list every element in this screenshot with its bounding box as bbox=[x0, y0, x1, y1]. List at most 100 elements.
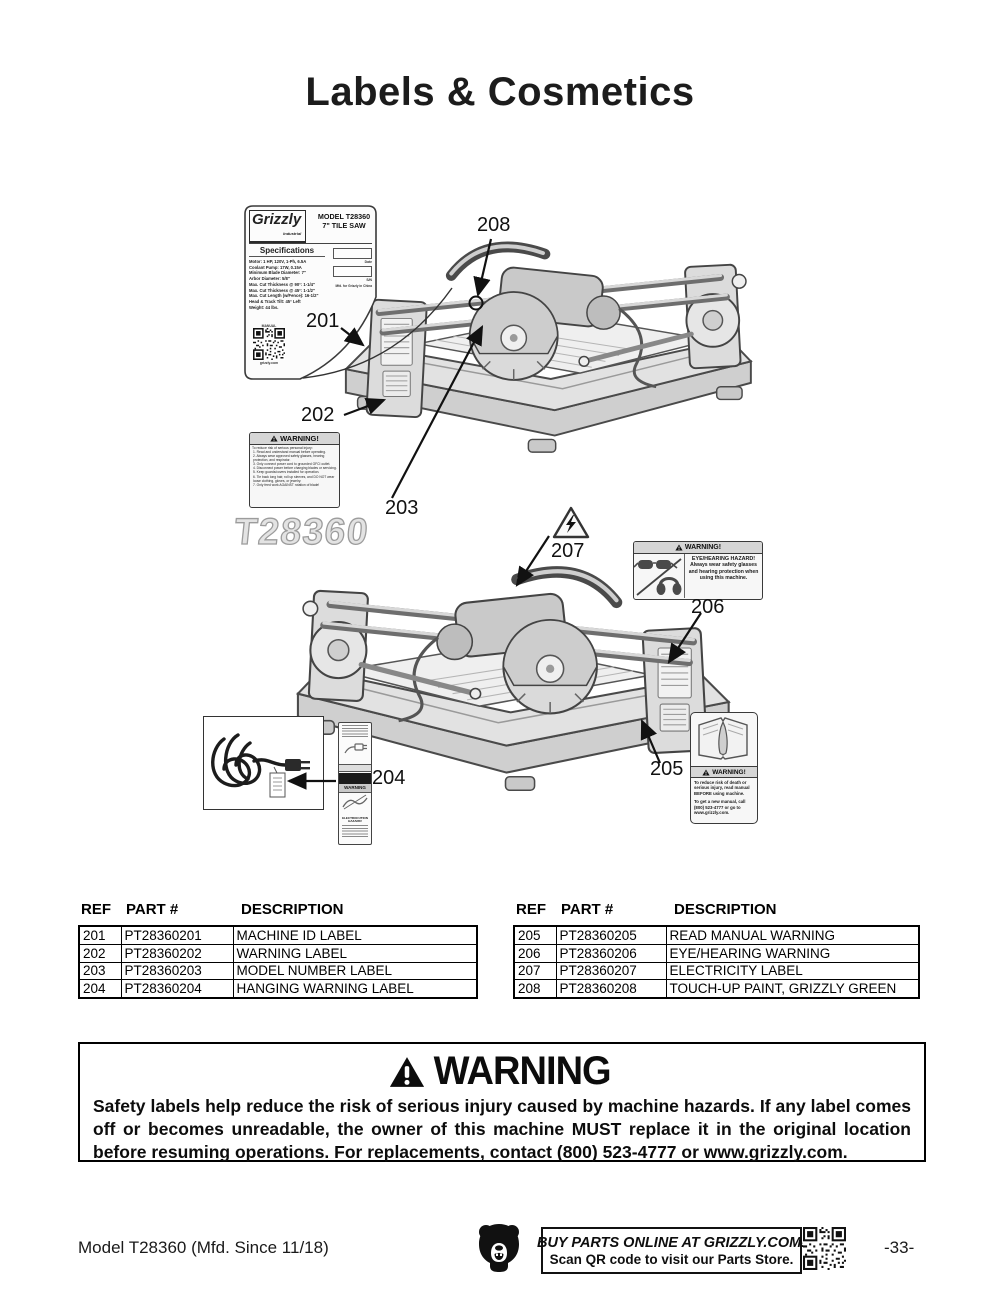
eye-hearing-header: WARNING! bbox=[684, 544, 722, 551]
warning-title-text: WARNING bbox=[433, 1049, 611, 1093]
list-item: 1. Read and understand manual before ope… bbox=[253, 450, 326, 454]
callout-208: 208 bbox=[477, 214, 511, 236]
safety-warning-box: WARNING Safety labels help reduce the ri… bbox=[78, 1042, 926, 1162]
list-item: 6. Tie back long hair, roll up sleeves, … bbox=[253, 474, 335, 483]
table-cell: TOUCH-UP PAINT, GRIZZLY GREEN bbox=[665, 979, 920, 999]
table-cell: 205 bbox=[513, 925, 557, 945]
mfd-note: Mfd. for Grizzly in China bbox=[335, 284, 372, 288]
list-item: 7. Only feed work AGAINST rotation of bl… bbox=[253, 482, 320, 487]
warning-title: WARNING bbox=[80, 1049, 924, 1094]
table-cell: HANGING WARNING LABEL bbox=[232, 979, 478, 999]
callout-205: 205 bbox=[650, 758, 684, 780]
read-manual-body1: To reduce risk of death or serious injur… bbox=[694, 780, 750, 796]
read-manual-header: WARNING! bbox=[712, 768, 746, 776]
lightning-icon bbox=[566, 515, 576, 533]
callout-202: 202 bbox=[301, 404, 335, 426]
grizzly-logo-sub: Industrial bbox=[283, 231, 302, 236]
col-ref: REF bbox=[81, 901, 111, 918]
col-desc: DESCRIPTION bbox=[241, 901, 344, 918]
table-cell: PT28360207 bbox=[555, 961, 667, 981]
warning-body: Safety labels help reduce the risk of se… bbox=[93, 1096, 911, 1162]
list-item: Head & Track Tilt: 45° Left bbox=[249, 298, 301, 304]
table-cell: MACHINE ID LABEL bbox=[232, 925, 478, 945]
eye-hearing-body: Always wear safety glasses and hearing p… bbox=[688, 562, 759, 581]
open-book-icon bbox=[698, 717, 748, 760]
warning-triangle-icon bbox=[389, 1056, 424, 1087]
table-cell: 202 bbox=[78, 943, 122, 963]
table-cell: PT28360204 bbox=[120, 979, 234, 999]
spec-title: Specifications bbox=[249, 246, 325, 257]
table-cell: ELECTRICITY LABEL bbox=[665, 961, 920, 981]
buy-parts-line2: Scan QR code to visit our Parts Store. bbox=[549, 1251, 794, 1267]
table-cell: PT28360208 bbox=[555, 979, 667, 999]
table-cell: EYE/HEARING WARNING bbox=[665, 943, 920, 963]
warning-label-header: WARNING! bbox=[280, 434, 319, 443]
manual-caption: MANUAL bbox=[261, 324, 277, 328]
list-item: 2. Always wear approved safety glasses, … bbox=[253, 454, 325, 463]
table-cell: PT28360201 bbox=[120, 925, 234, 945]
list-item: Arbor Diameter: 5/8" bbox=[249, 276, 290, 282]
eye-hearing-label: WARNING! bbox=[633, 541, 763, 600]
electricity-label bbox=[552, 506, 590, 539]
col-part: PART # bbox=[561, 901, 614, 918]
micro-text bbox=[339, 764, 371, 772]
table-cell: 208 bbox=[513, 979, 557, 999]
plug-sketch-icon bbox=[344, 743, 367, 754]
micro-text bbox=[342, 824, 368, 839]
footer-model: Model T28360 (Mfd. Since 11/18) bbox=[78, 1238, 329, 1257]
list-item: Max. Cut Length (w/Fence): 16-1/2" bbox=[249, 293, 319, 299]
read-manual-label: WARNING! To reduce risk of death or seri… bbox=[690, 712, 758, 824]
cord-tag bbox=[269, 772, 286, 798]
site-caption: grizzly.com bbox=[259, 361, 279, 365]
date-box bbox=[333, 248, 372, 259]
col-part: PART # bbox=[126, 901, 179, 918]
col-ref: REF bbox=[516, 901, 546, 918]
buy-parts-banner: BUY PARTS ONLINE AT GRIZZLY.COM! Scan QR… bbox=[537, 1227, 806, 1274]
eye-hearing-title: EYE/HEARING HAZARD! bbox=[691, 556, 756, 562]
id-label-model: MODEL T28360 7" TILE SAW bbox=[317, 212, 371, 230]
date-label: Date bbox=[364, 260, 372, 264]
table-cell: READ MANUAL WARNING bbox=[665, 925, 920, 945]
table-cell: 204 bbox=[78, 979, 122, 999]
power-cord-image bbox=[203, 716, 324, 810]
buy-parts-line1: BUY PARTS ONLINE AT GRIZZLY.COM! bbox=[536, 1234, 807, 1251]
table-cell: 206 bbox=[513, 943, 557, 963]
warning-label-intro: To reduce risk of serious personal injur… bbox=[252, 446, 313, 450]
black-band bbox=[339, 773, 371, 784]
read-manual-body2: To get a new manual, call (800) 523-4777… bbox=[694, 799, 746, 816]
list-item: Max. Cut Thickness @ 90°: 1-1/4" bbox=[249, 281, 315, 287]
table-cell: MODEL NUMBER LABEL bbox=[232, 961, 478, 981]
callout-206: 206 bbox=[691, 596, 725, 618]
glasses-icon bbox=[634, 560, 678, 569]
table-cell: PT28360205 bbox=[555, 925, 667, 945]
list-item: 4. Disconnect power before changing blad… bbox=[253, 466, 337, 471]
table-cell: 203 bbox=[78, 961, 122, 981]
serial-label: S/N bbox=[366, 278, 372, 282]
table-cell: WARNING LABEL bbox=[232, 943, 478, 963]
svg-text:T28360: T28360 bbox=[234, 510, 371, 552]
table-cell: 207 bbox=[513, 961, 557, 981]
warning-label: WARNING! To reduce risk of serious perso… bbox=[249, 432, 340, 508]
callout-204: 204 bbox=[372, 767, 406, 789]
machine-id-label: Grizzly Industrial MODEL T28360 7" TILE … bbox=[243, 205, 378, 380]
list-item: 3. Only connect power cord to grounded G… bbox=[253, 462, 331, 467]
hanging-warning-label: WARNING ELECTROCUTION HAZARD! bbox=[338, 722, 372, 845]
serial-box bbox=[333, 266, 372, 277]
list-item: 5. Keep guards/covers installed for oper… bbox=[253, 470, 320, 475]
cord-sketch-icon bbox=[342, 794, 368, 810]
warning-triangle-icon bbox=[270, 435, 278, 442]
electrocution-title: ELECTROCUTION HAZARD! bbox=[342, 816, 368, 824]
callout-207: 207 bbox=[551, 540, 585, 562]
list-item: Weight: 44 lbs. bbox=[249, 304, 279, 310]
glasses-earmuffs-icon bbox=[634, 558, 682, 596]
qr-code bbox=[801, 1227, 848, 1270]
